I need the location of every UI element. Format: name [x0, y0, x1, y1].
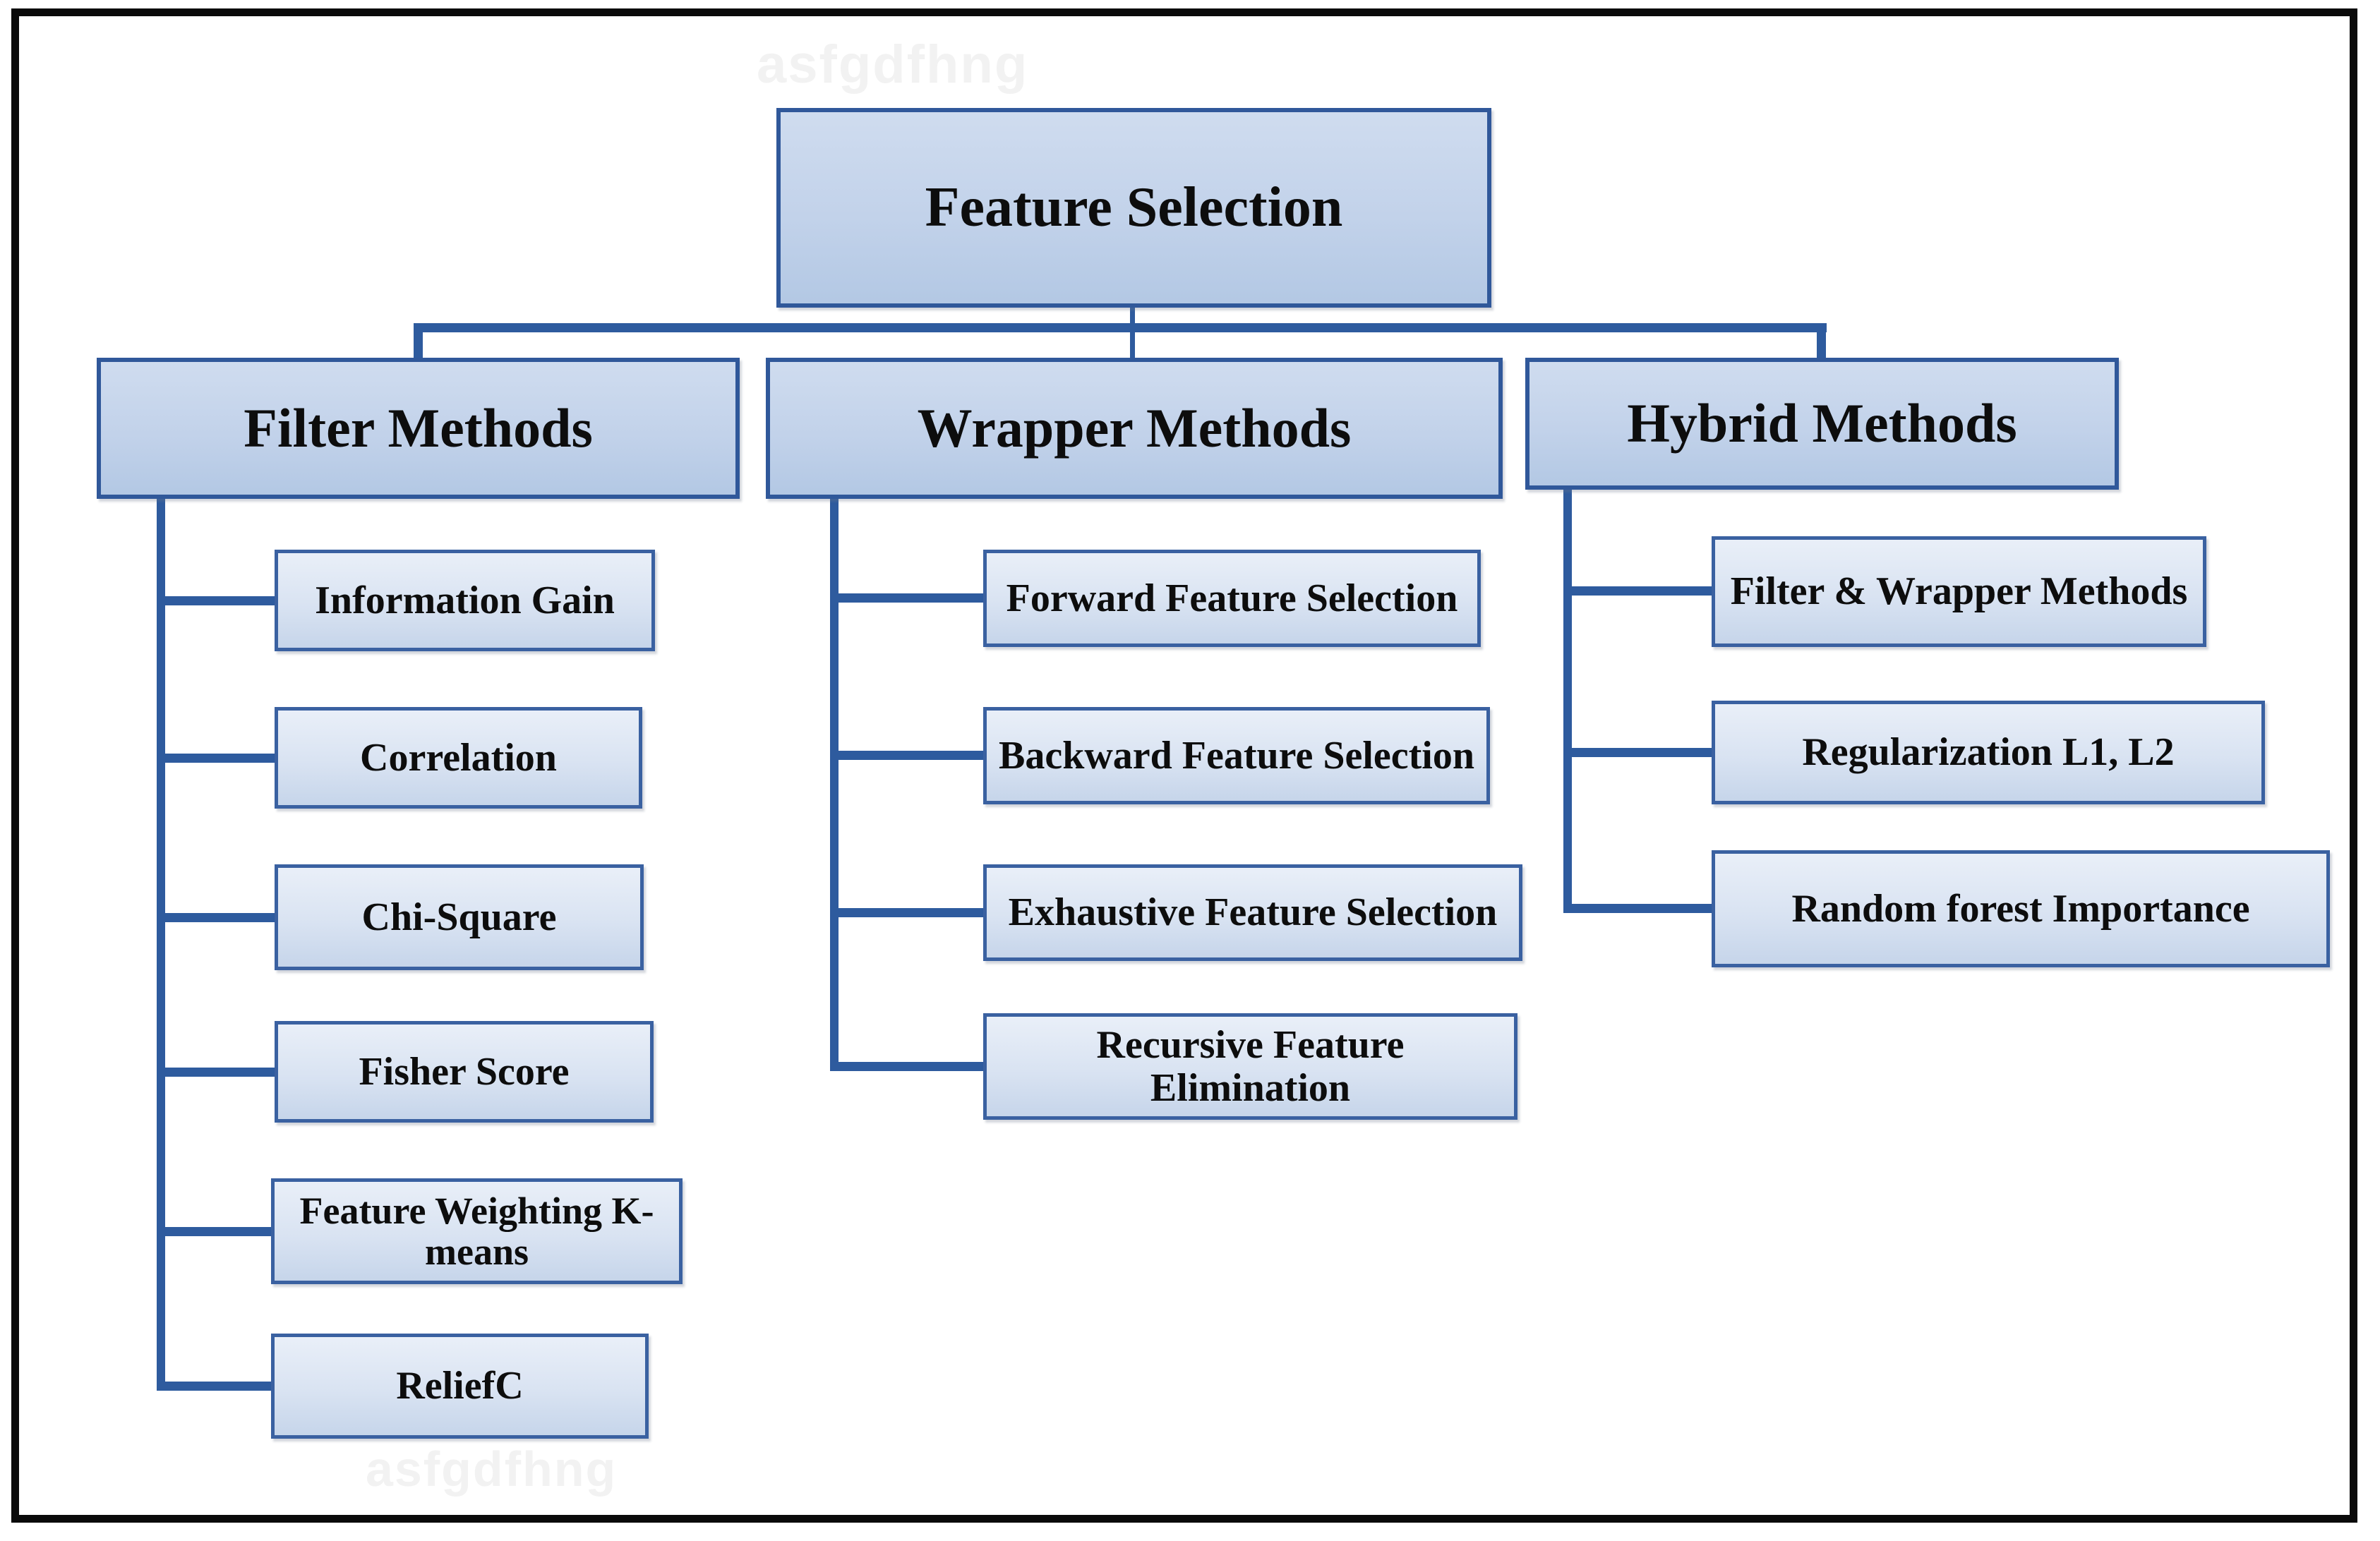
connector-wrapper-stub-3 — [830, 908, 983, 917]
leaf-node-forward-feature-selection: Forward Feature Selection — [983, 550, 1481, 647]
leaf-node-recursive-feature-elimination: Recursive Feature Elimination — [983, 1013, 1517, 1120]
watermark-bottom: asfgdfhng — [366, 1442, 618, 1497]
branch-node-filter-methods: Filter Methods — [97, 358, 740, 499]
leaf-node-exhaustive-feature-selection: Exhaustive Feature Selection — [983, 864, 1522, 961]
leaf-node-fisher-score: Fisher Score — [275, 1021, 654, 1123]
leaf-node-feature-weighting-k-means: Feature Weighting K-means — [271, 1178, 683, 1284]
connector-drop-filter — [414, 323, 423, 362]
connector-filter-stub-4 — [157, 1068, 275, 1077]
leaf-node-correlation: Correlation — [275, 707, 642, 809]
connector-hybrid-trunk — [1563, 487, 1572, 913]
connector-wrapper-stub-2 — [830, 751, 983, 760]
leaf-node-backward-feature-selection: Backward Feature Selection — [983, 707, 1490, 804]
connector-hybrid-stub-1 — [1563, 586, 1712, 596]
connector-filter-stub-2 — [157, 754, 275, 763]
connector-wrapper-stub-4 — [830, 1062, 983, 1071]
connector-filter-stub-6 — [157, 1382, 275, 1391]
connector-filter-stub-1 — [157, 596, 275, 605]
leaf-node-chi-square: Chi-Square — [275, 864, 644, 970]
leaf-node-regularization-l1-l2: Regularization L1, L2 — [1712, 701, 2265, 804]
leaf-node-random-forest-importance: Random forest Importance — [1712, 850, 2330, 967]
connector-filter-stub-5 — [157, 1227, 275, 1236]
connector-wrapper-trunk — [830, 496, 839, 1071]
branch-node-hybrid-methods: Hybrid Methods — [1525, 358, 2119, 490]
watermark-top: asfgdfhng — [757, 35, 1029, 95]
connector-wrapper-stub-1 — [830, 593, 983, 603]
leaf-node-information-gain: Information Gain — [275, 550, 655, 651]
connector-hybrid-stub-2 — [1563, 748, 1712, 757]
root-node-feature-selection: Feature Selection — [776, 108, 1491, 308]
leaf-node-reliefc: ReliefC — [271, 1334, 649, 1439]
branch-node-wrapper-methods: Wrapper Methods — [766, 358, 1503, 499]
connector-filter-stub-3 — [157, 913, 275, 922]
connector-horizontal-bus — [414, 323, 1827, 332]
connector-drop-hybrid — [1817, 323, 1826, 362]
connector-hybrid-stub-3 — [1563, 904, 1712, 913]
connector-root-stub — [1130, 306, 1135, 362]
connector-filter-trunk — [157, 496, 165, 1391]
leaf-node-filter-and-wrapper-methods: Filter & Wrapper Methods — [1712, 536, 2206, 647]
